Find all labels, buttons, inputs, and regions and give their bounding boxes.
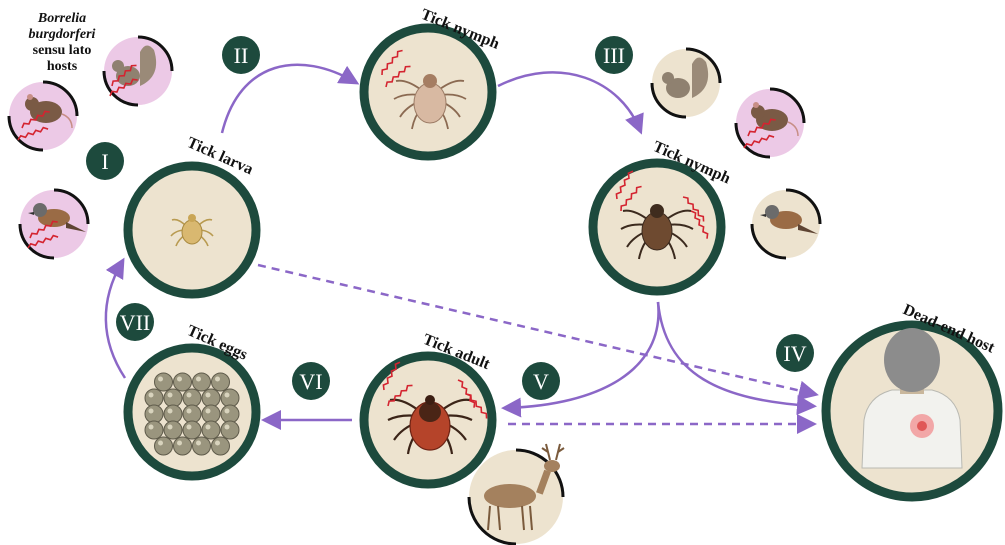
hosts-title-line4: hosts (47, 59, 78, 74)
stage-deadend-host (826, 325, 998, 497)
host-squirrel (652, 49, 720, 117)
svg-text:II: II (234, 43, 249, 68)
tick-egg (183, 389, 201, 407)
tick-egg-highlight (225, 409, 230, 414)
arrow-nymph-to-nymph (498, 72, 640, 130)
tick-egg-highlight (158, 441, 163, 446)
tick-egg (221, 405, 239, 423)
step-badge-V: V (522, 362, 560, 400)
tick-egg (212, 437, 230, 455)
tick-egg-highlight (158, 377, 163, 382)
svg-text:VII: VII (120, 310, 151, 335)
tick-egg (145, 389, 163, 407)
svg-text:III: III (603, 43, 625, 68)
step-badge-VII: VII (116, 303, 154, 341)
tick-egg (164, 389, 182, 407)
tick-egg (202, 389, 220, 407)
stage-nymph-top (364, 28, 492, 156)
tick-egg-highlight (215, 377, 220, 382)
tick-egg-highlight (196, 377, 201, 382)
svg-text:V: V (533, 369, 549, 394)
tick-egg-highlight (187, 425, 192, 430)
hosts-title-line2: burgdorferi (29, 27, 96, 42)
tick-egg (164, 421, 182, 439)
tick-egg (174, 437, 192, 455)
hosts-title-line1: Borrelia (37, 11, 86, 26)
tick-egg-highlight (177, 377, 182, 382)
tick-egg-highlight (149, 425, 154, 430)
step-badge-II: II (222, 36, 260, 74)
tick-egg-highlight (187, 409, 192, 414)
step-badge-IV: IV (776, 334, 814, 372)
tick-egg-highlight (177, 441, 182, 446)
host-bird (752, 190, 820, 258)
tick-egg (155, 437, 173, 455)
tick-egg (183, 421, 201, 439)
tick-egg (202, 405, 220, 423)
tick-egg (164, 405, 182, 423)
tick-egg-highlight (206, 409, 211, 414)
tick-egg (193, 437, 211, 455)
tick-egg-highlight (149, 409, 154, 414)
tick-egg-highlight (225, 393, 230, 398)
svg-text:IV: IV (783, 341, 806, 366)
tick-egg (155, 373, 173, 391)
tick-egg-highlight (168, 425, 173, 430)
tick-egg-highlight (196, 441, 201, 446)
tick-egg-highlight (187, 393, 192, 398)
tick-egg (221, 389, 239, 407)
tick-egg-highlight (168, 409, 173, 414)
tick-egg (193, 373, 211, 391)
tick-egg (174, 373, 192, 391)
svg-text:VI: VI (299, 369, 322, 394)
host-mouse-infected-right (736, 89, 804, 157)
stage-adult (364, 356, 492, 484)
stage-nymph-right (593, 163, 721, 291)
tick-egg (183, 405, 201, 423)
tick-egg-highlight (149, 393, 154, 398)
tick-egg-highlight (215, 441, 220, 446)
tick-egg-highlight (168, 393, 173, 398)
step-badge-I: I (86, 142, 124, 180)
step-badge-VI: VI (292, 362, 330, 400)
svg-text:I: I (101, 149, 108, 174)
tick-egg (145, 421, 163, 439)
stage-larva (128, 166, 256, 294)
host-bird-infected (20, 190, 88, 258)
arrow-larva-to-nymph (222, 65, 355, 133)
tick-egg-highlight (206, 425, 211, 430)
tick-egg-highlight (206, 393, 211, 398)
tick-egg-highlight (225, 425, 230, 430)
hosts-title-line3: sensu lato (33, 43, 92, 58)
host-squirrel-infected (104, 37, 172, 105)
host-mouse-infected (9, 82, 77, 150)
step-badge-III: III (595, 36, 633, 74)
tick-egg (212, 373, 230, 391)
tick-egg (221, 421, 239, 439)
tick-egg (145, 405, 163, 423)
tick-egg (202, 421, 220, 439)
stage-eggs (128, 348, 256, 476)
